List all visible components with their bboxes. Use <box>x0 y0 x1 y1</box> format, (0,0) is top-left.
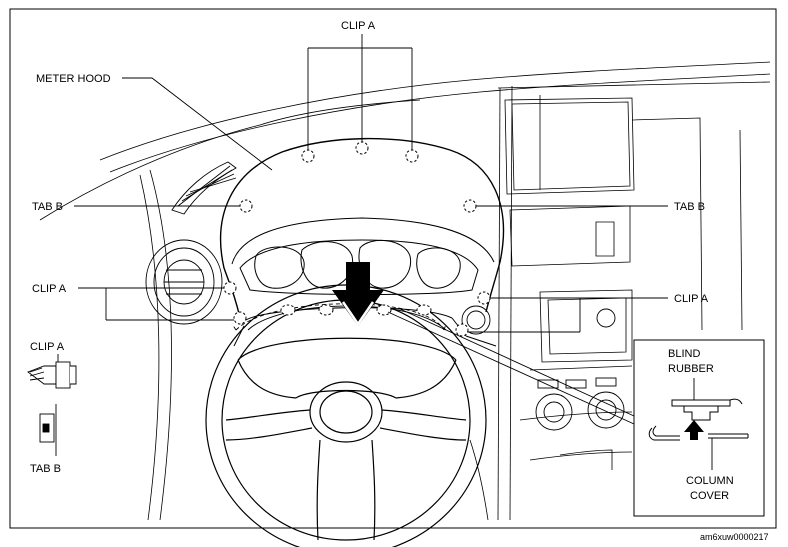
legend-clip-label: CLIP A <box>30 341 65 353</box>
column-cover-label-line-1: COLUMN <box>686 475 734 487</box>
clip-marker <box>376 304 392 316</box>
clip-marker <box>355 141 369 155</box>
meter-hood-label: METER HOOD <box>36 73 111 85</box>
dashboard-outline <box>39 61 771 521</box>
clip-marker <box>477 291 491 305</box>
clip-a-left-label: CLIP A <box>32 283 67 295</box>
clip-a-right-label: CLIP A <box>674 293 709 305</box>
column-cover-part <box>648 425 749 441</box>
clip-marker <box>280 304 296 316</box>
clip-marker <box>233 311 247 325</box>
clip-marker <box>455 323 469 337</box>
figure-code: am6xuw0000217 <box>700 532 769 542</box>
detail-inset: BLIND RUBBER COLUMN COVER <box>633 339 765 517</box>
clip-marker <box>405 149 419 163</box>
air-vent-round-left <box>145 239 223 325</box>
clip-marker <box>416 304 432 316</box>
legend-tab-label: TAB B <box>30 463 61 475</box>
clip-marker <box>301 149 315 163</box>
legend-clip-a: CLIP A <box>27 341 77 389</box>
tab-marker <box>239 199 253 213</box>
clip-icon <box>27 361 77 389</box>
clip-a-top-label: CLIP A <box>341 20 376 32</box>
blind-label-line-1: BLIND <box>668 348 700 360</box>
steering-wheel <box>205 284 487 547</box>
insert-arrow-icon <box>684 420 704 440</box>
clip-marker <box>318 304 334 316</box>
lower-right-knobs <box>535 377 625 431</box>
removal-direction-arrow-icon <box>332 262 384 327</box>
legend-tab-b: TAB B <box>30 404 61 475</box>
tab-b-right-label: TAB B <box>674 201 705 213</box>
column-cover-label-line-2: COVER <box>690 490 729 502</box>
figure-frame <box>9 8 777 529</box>
tab-b-left-label: TAB B <box>32 201 63 213</box>
leader-lines <box>74 34 668 425</box>
tab-icon <box>39 413 55 443</box>
air-vent-upper-left <box>171 161 237 215</box>
blind-label-line-2: RUBBER <box>668 363 714 375</box>
tab-marker <box>463 199 477 213</box>
blind-rubber-part <box>671 398 743 421</box>
knob-right <box>461 305 616 335</box>
clip-marker <box>223 281 237 295</box>
